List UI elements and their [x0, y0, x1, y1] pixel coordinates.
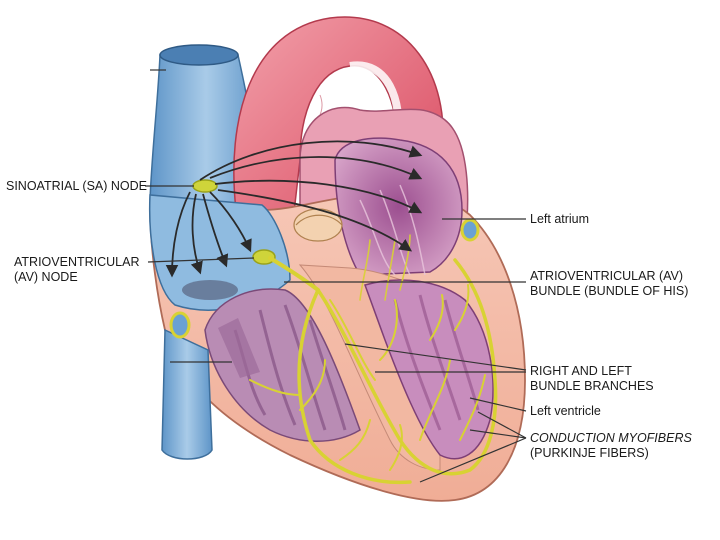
left-ventricle-label-text: Left ventricle	[530, 404, 601, 418]
left-bundle-branch-path	[316, 258, 498, 476]
right-bundle-branch-path	[297, 288, 412, 485]
impulse-arrow	[209, 156, 423, 180]
left-atrium-label-text: Left atrium	[530, 212, 590, 226]
conduction-myofibers-label-line2: (PURKINJE FIBERS)	[530, 446, 649, 460]
av-node-mark	[252, 249, 276, 265]
impulse-arrow	[217, 189, 413, 252]
purkinje-fiber-path	[249, 284, 486, 471]
right-ventricle	[204, 288, 361, 442]
coronary-vessel-left	[460, 218, 480, 242]
impulse-arrow	[199, 140, 423, 181]
inferior-vena-cava	[161, 328, 213, 460]
av-bundle-label-line2: BUNDLE (BUNDLE OF HIS)	[530, 284, 689, 298]
sa-node-label: SINOATRIAL (SA) NODE	[6, 179, 147, 194]
conduction-system	[192, 179, 498, 485]
left-atrium-chamber	[334, 137, 463, 276]
conduction-myofibers-label-line1: CONDUCTION MYOFIBERS	[530, 431, 692, 445]
sa-node-mark	[192, 179, 218, 193]
leader-line-purkinje-2	[469, 429, 527, 439]
bundle-branches-label-line2: BUNDLE BRANCHES	[530, 379, 654, 393]
conduction-myofibers-label: CONDUCTION MYOFIBERS (PURKINJE FIBERS)	[530, 431, 692, 461]
right-ventricle-wall-tab	[218, 318, 260, 378]
sa-node-label-text: SINOATRIAL (SA) NODE	[6, 179, 147, 193]
left-atrium-label: Left atrium	[530, 212, 589, 227]
bundle-branches-label-line1: RIGHT AND LEFT	[530, 364, 632, 378]
impulse-arrow	[214, 179, 423, 214]
coronary-vessel-right	[169, 311, 191, 339]
leader-line-purkinje-1	[477, 411, 527, 439]
av-node-label-line1: ATRIOVENTRICULAR	[14, 255, 140, 269]
impulse-arrow	[165, 191, 191, 278]
left-ventricle-label: Left ventricle	[530, 404, 601, 419]
impulse-arrow	[190, 193, 203, 275]
av-bundle-label: ATRIOVENTRICULAR (AV) BUNDLE (BUNDLE OF …	[530, 269, 688, 299]
av-node-label-line2: (AV) NODE	[14, 270, 78, 284]
leader-line-av-node	[147, 257, 255, 263]
av-node-label: ATRIOVENTRICULAR (AV) NODE	[14, 255, 139, 285]
leader-line-left-ventricle	[469, 397, 527, 412]
superior-vena-cava-opening	[159, 44, 239, 66]
coronary-sinus-opening	[182, 280, 238, 300]
impulse-arrow	[209, 191, 252, 253]
av-bundle-label-line1: ATRIOVENTRICULAR (AV)	[530, 269, 684, 283]
av-bundle-path	[268, 256, 320, 292]
bundle-branches-label: RIGHT AND LEFT BUNDLE BRANCHES	[530, 364, 654, 394]
leader-line-purkinje-3	[419, 437, 527, 483]
leader-line-bundle-branch-right	[344, 343, 527, 371]
